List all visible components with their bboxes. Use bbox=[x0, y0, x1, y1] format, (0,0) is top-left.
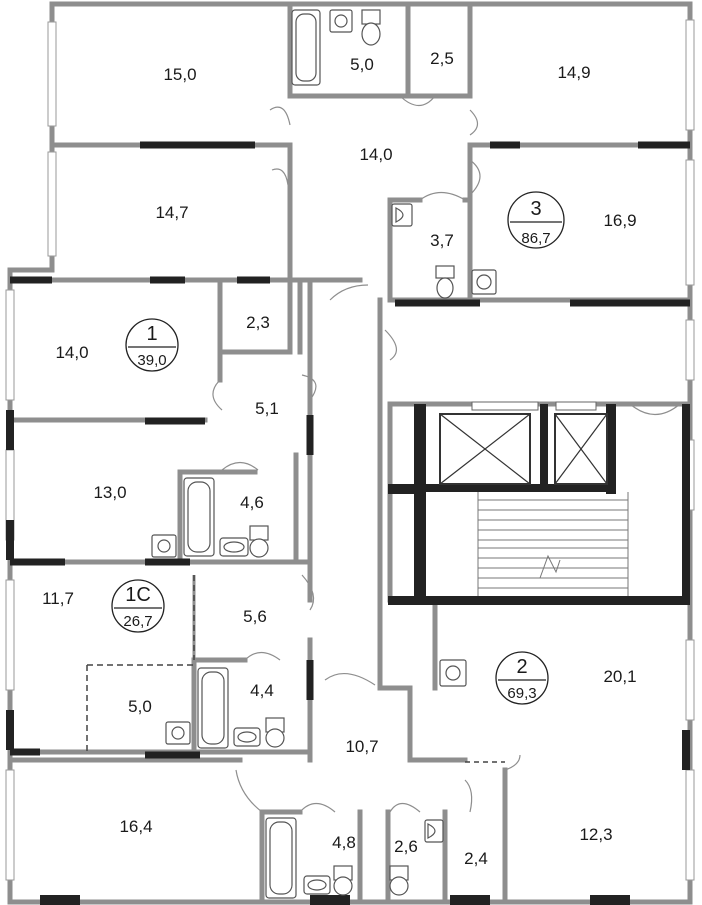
apartment-badge-1c: 1С 26,7 bbox=[111, 579, 165, 633]
room-area-label: 11,7 bbox=[42, 589, 74, 608]
apartment-number: 1С bbox=[125, 584, 151, 606]
outer-walls bbox=[5, 1, 695, 905]
room-labels: 15,0 5,0 2,5 14,9 14,0 14,7 3,7 16,9 14,… bbox=[42, 49, 636, 868]
apartment-area: 26,7 bbox=[123, 613, 152, 630]
stairs bbox=[477, 492, 629, 596]
elevators bbox=[439, 401, 608, 485]
doors bbox=[86, 95, 681, 813]
room-area-label: 14,0 bbox=[359, 145, 392, 164]
room-area-label: 20,1 bbox=[603, 667, 636, 686]
room-area-label: 16,9 bbox=[603, 211, 636, 230]
room-area-label: 5,6 bbox=[243, 607, 267, 626]
room-area-label: 14,7 bbox=[155, 203, 188, 222]
room-area-label: 2,3 bbox=[246, 313, 270, 332]
room-area-label: 3,7 bbox=[430, 231, 454, 250]
room-area-label: 5,0 bbox=[128, 697, 152, 716]
apartment-area: 69,3 bbox=[507, 685, 536, 702]
room-area-label: 2,5 bbox=[430, 49, 454, 68]
room-area-label: 10,7 bbox=[345, 737, 378, 756]
room-area-label: 2,4 bbox=[464, 849, 488, 868]
room-area-label: 4,8 bbox=[332, 833, 356, 852]
room-area-label: 2,6 bbox=[394, 837, 418, 856]
room-area-label: 5,0 bbox=[350, 55, 374, 74]
apartment-number: 1 bbox=[146, 323, 157, 345]
room-area-label: 14,9 bbox=[557, 63, 590, 82]
apartment-badge-2: 2 69,3 bbox=[495, 651, 549, 705]
apartment-area: 86,7 bbox=[521, 230, 550, 247]
room-area-label: 13,0 bbox=[93, 483, 126, 502]
room-area-label: 15,0 bbox=[163, 65, 196, 84]
apartment-number: 2 bbox=[516, 656, 527, 678]
apartment-number: 3 bbox=[530, 198, 541, 220]
apartment-badge-1: 1 39,0 bbox=[125, 318, 179, 372]
room-area-label: 4,6 bbox=[240, 493, 264, 512]
apartment-area: 39,0 bbox=[137, 352, 166, 369]
fixtures bbox=[151, 9, 497, 899]
structural-walls bbox=[6, 141, 690, 905]
room-area-label: 14,0 bbox=[55, 343, 88, 362]
apartment-badge-3: 3 86,7 bbox=[507, 191, 565, 249]
room-area-label: 16,4 bbox=[119, 817, 152, 836]
apartment-badges: 1 39,0 1С 26,7 2 69,3 3 86,7 bbox=[111, 191, 565, 705]
room-area-label: 5,1 bbox=[255, 399, 279, 418]
room-area-label: 12,3 bbox=[579, 825, 612, 844]
room-area-label: 4,4 bbox=[250, 681, 274, 700]
